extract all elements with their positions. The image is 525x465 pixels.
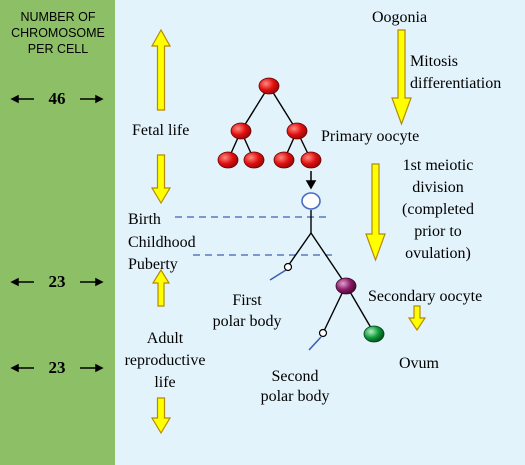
primary-oocyte-label: Primary oocyte <box>321 128 420 145</box>
oogonium-cell <box>230 122 252 140</box>
primary-oocyte-cell <box>301 192 321 210</box>
oogonium-cell <box>286 122 308 140</box>
mitosis-arrow <box>391 29 412 126</box>
adult-down-arrow <box>150 397 172 435</box>
meiosis-label-line1: 1st meiotic <box>402 157 474 174</box>
first-polar-body-label-line2: polar body <box>212 313 282 330</box>
chromosome-count-46: 46 <box>48 89 66 108</box>
oogonium-cell <box>217 151 239 169</box>
mitosis-label-line2: differentiation <box>410 75 502 92</box>
process-arrows <box>365 29 427 332</box>
meiosis-label-line3: (completed <box>402 201 474 218</box>
fetal-down-arrow <box>150 154 172 205</box>
meiosis-label-line4: prior to <box>414 223 462 240</box>
count-arrow-23-second <box>10 363 104 373</box>
second-polar-body-label-line2: polar body <box>260 388 330 405</box>
secondary-oocyte-arrow <box>407 305 427 332</box>
chromosome-count-panel <box>0 0 115 465</box>
oogonium-cell <box>243 151 265 169</box>
fetal-life-label: Fetal life <box>132 122 190 139</box>
oogenesis-panel <box>115 0 525 465</box>
count-arrow-23-first <box>10 277 104 287</box>
puberty-label: Puberty <box>128 256 178 273</box>
meiosis-label-line2: division <box>412 179 464 196</box>
adult-label-line2: reproductive <box>124 352 206 369</box>
first-polar-body-label-line1: First <box>232 292 262 309</box>
second-polar-body-cell <box>318 328 328 338</box>
count-arrow-46 <box>10 94 104 104</box>
polar-body-tails <box>269 269 322 351</box>
meiosis-arrow <box>365 163 386 262</box>
secondary-oocyte-cell <box>335 277 357 295</box>
chromosome-count-23-second: 23 <box>48 358 66 377</box>
chromosome-count-23-first: 23 <box>48 272 66 291</box>
meiosis-label-line5: ovulation) <box>405 245 471 262</box>
dashed-lines <box>175 216 336 256</box>
adult-label-line1: Adult <box>146 330 184 347</box>
childhood-label: Childhood <box>128 234 196 251</box>
oogonium-cell <box>273 151 295 169</box>
primary-oocyte-arrow <box>305 171 317 190</box>
chromosome-count-header: NUMBER OF CHROMOSOME PER CELL <box>11 10 105 56</box>
count-arrows <box>10 94 104 373</box>
oogonia-label: Oogonia <box>372 9 428 26</box>
fetal-up-arrow <box>150 28 172 111</box>
timeline-arrows <box>150 28 172 435</box>
birth-label: Birth <box>128 211 161 228</box>
second-polar-body-label-line1: Second <box>271 368 319 385</box>
secondary-oocyte-label: Secondary oocyte <box>368 288 483 305</box>
ovum-cell <box>363 325 385 343</box>
mitosis-label-line1: Mitosis <box>410 53 459 70</box>
ovum-label: Ovum <box>399 355 439 372</box>
oogonia-cells <box>217 77 322 169</box>
adult-label-line3: life <box>154 374 176 391</box>
oogonium-cell <box>258 77 280 95</box>
oogonium-cell <box>300 151 322 169</box>
first-polar-body-cell <box>283 262 293 272</box>
meiosis-tree-lines <box>287 210 375 334</box>
puberty-up-arrow <box>151 268 171 307</box>
